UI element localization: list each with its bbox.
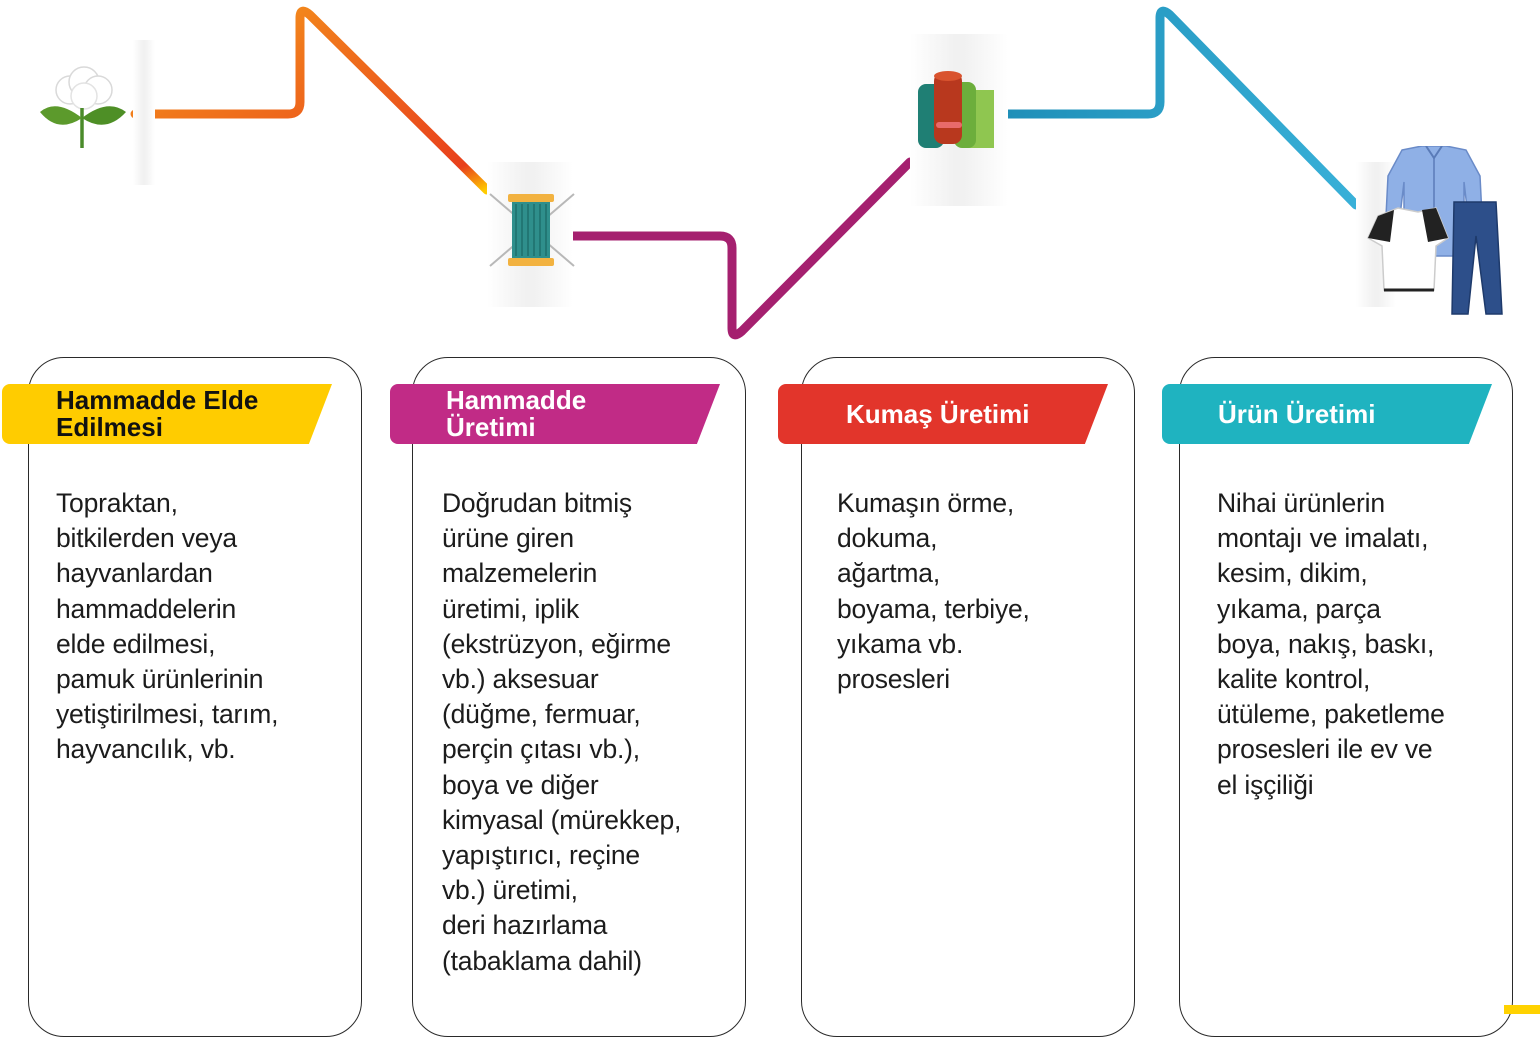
stage-title-banner-4: Ürün Üretimi bbox=[1162, 384, 1492, 444]
fabric-rolls-icon bbox=[918, 71, 994, 148]
icon-tile-1 bbox=[133, 40, 155, 185]
stage-description-3: Kumaşın örme, dokuma, ağartma, boyama, t… bbox=[837, 488, 1030, 695]
cotton-plant-icon bbox=[40, 66, 126, 148]
stage-card-4 bbox=[1179, 357, 1513, 1037]
line-segment-1 bbox=[130, 6, 492, 195]
stage-description-1: Topraktan, bitkilerden veya hayvanlardan… bbox=[56, 488, 279, 765]
stage-card-2 bbox=[412, 357, 746, 1037]
stage-title-banner-3: Kumaş Üretimi bbox=[778, 384, 1108, 444]
stage-title: Hammadde Üretimi bbox=[446, 385, 587, 442]
stage-title-banner-1: Hammadde Elde Edilmesi bbox=[2, 384, 332, 444]
line-segment-2 bbox=[567, 157, 915, 340]
stage-title: Ürün Üretimi bbox=[1218, 398, 1376, 429]
corner-accent bbox=[1504, 1005, 1540, 1014]
clothing-icon bbox=[1367, 146, 1503, 315]
stage-title-banner-2: Hammadde Üretimi bbox=[390, 384, 720, 444]
thread-spool-needles-icon bbox=[489, 193, 575, 267]
line-segment-3 bbox=[1003, 6, 1361, 210]
stage-description-2: Doğrudan bitmiş ürüne giren malzemelerin… bbox=[442, 488, 682, 976]
stage-card-1 bbox=[28, 357, 362, 1037]
stage-card-3 bbox=[801, 357, 1135, 1037]
stage-description-4: Nihai ürünlerin montajı ve imalatı, kesi… bbox=[1217, 488, 1445, 800]
process-flow-line bbox=[130, 6, 1361, 340]
stage-title: Kumaş Üretimi bbox=[846, 398, 1030, 429]
stage-title: Hammadde Elde Edilmesi bbox=[56, 385, 259, 442]
